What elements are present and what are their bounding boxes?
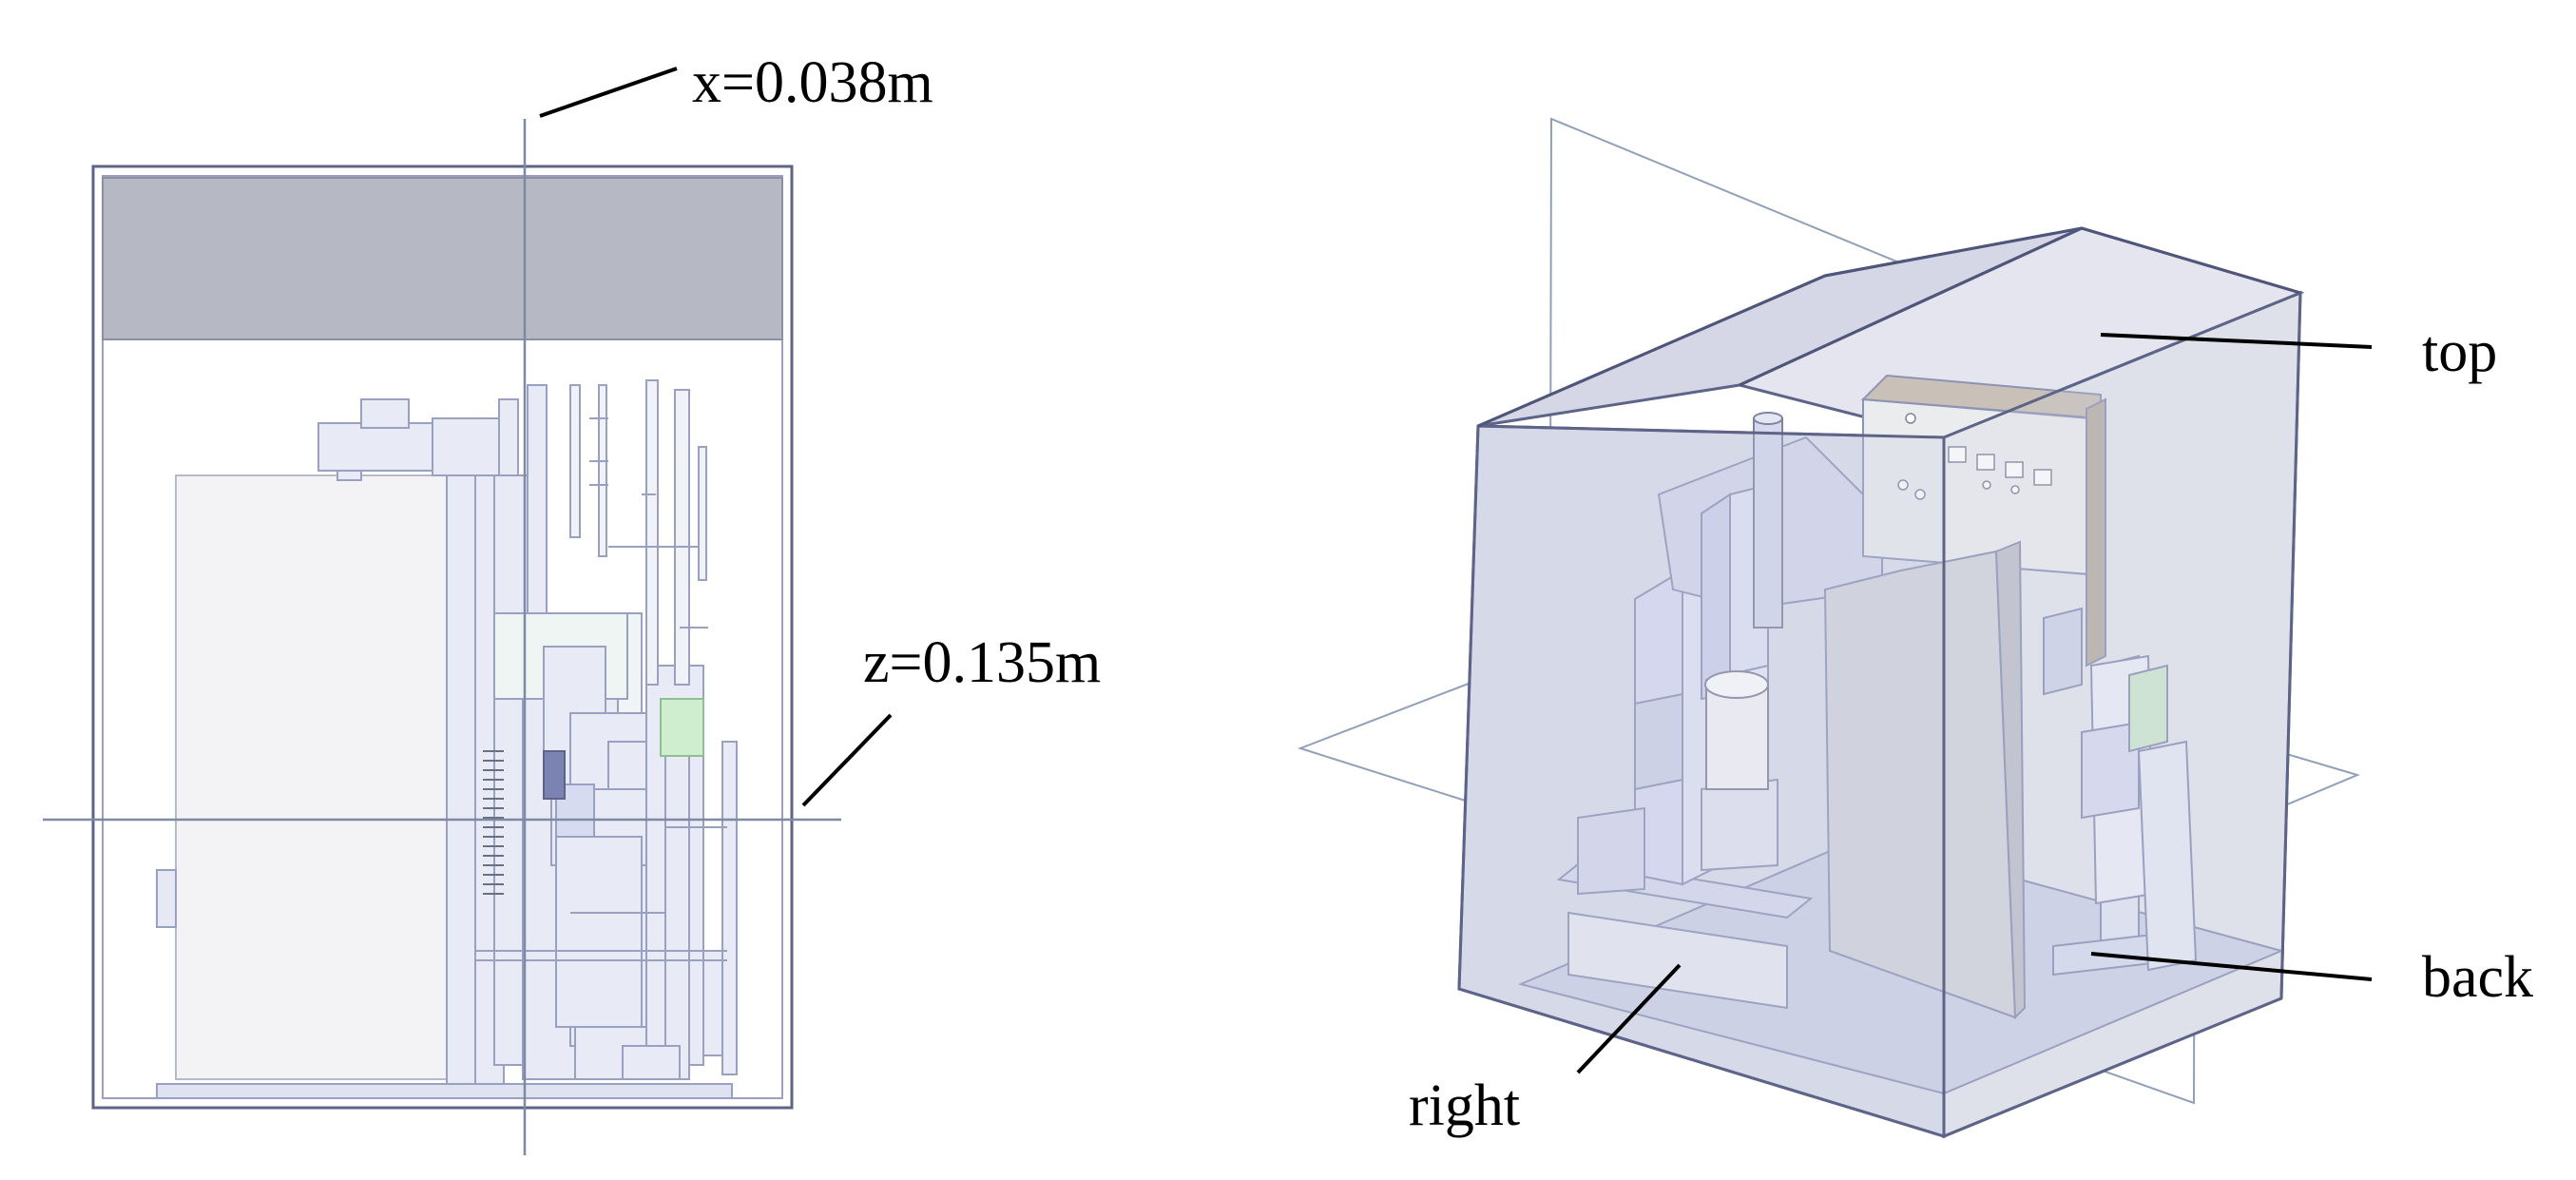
x-label-leader bbox=[539, 67, 678, 118]
back-label: back bbox=[2422, 945, 2533, 1010]
right-label: right bbox=[1409, 1074, 1520, 1138]
small-tab bbox=[156, 869, 177, 928]
large-block bbox=[175, 474, 452, 1080]
board-chips bbox=[1897, 413, 2052, 500]
floor-rails bbox=[475, 826, 727, 961]
side-view: x=0.038m z=0.135m bbox=[43, 50, 1101, 1155]
iso-view: top back right bbox=[1297, 117, 2533, 1139]
motor-cylinder bbox=[1704, 412, 1783, 790]
gear-detail bbox=[483, 750, 504, 895]
x-plane-label: x=0.038m bbox=[692, 50, 933, 115]
top-label: top bbox=[2422, 319, 2497, 384]
dark-insert bbox=[543, 750, 566, 800]
roof-ridge bbox=[1739, 226, 2083, 387]
enclosure-edges bbox=[1477, 226, 2301, 428]
right-label-leader bbox=[1576, 963, 1682, 1074]
back-label-leader bbox=[2090, 952, 2373, 981]
z-label-leader bbox=[801, 713, 893, 807]
enclosure-front-right-face bbox=[1942, 290, 2302, 1139]
top-label-leader bbox=[2100, 333, 2373, 349]
z-plane-label: z=0.135m bbox=[863, 630, 1101, 695]
internal-components bbox=[1517, 374, 2285, 1095]
top-cover-band bbox=[102, 177, 783, 340]
enclosure-front-left-face bbox=[1457, 424, 1946, 1139]
thin-plates bbox=[569, 379, 708, 686]
green-part bbox=[660, 698, 704, 757]
